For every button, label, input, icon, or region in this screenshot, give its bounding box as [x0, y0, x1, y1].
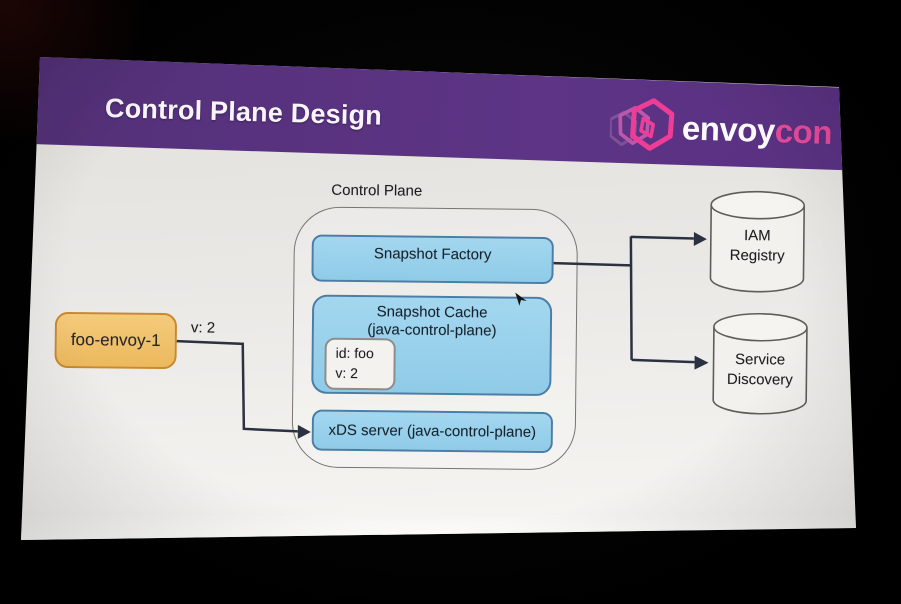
- cache-entry-id: id: foo: [335, 344, 374, 362]
- envoycon-logo-icon: [608, 98, 675, 151]
- control-plane-group-label: Control Plane: [331, 181, 423, 200]
- cache-entry-node: id: foo v: 2: [324, 337, 396, 391]
- envoycon-logo: envoycon: [608, 94, 833, 165]
- mouse-cursor-icon: [515, 292, 527, 306]
- edge-version-label: v: 2: [190, 319, 216, 337]
- snapshot-cache-subtitle: (java-control-plane): [367, 320, 497, 340]
- iam-registry-node: IAM Registry: [708, 190, 806, 299]
- database-cylinder-icon: [709, 190, 806, 293]
- iam-registry-label: IAM Registry: [729, 227, 785, 265]
- foo-envoy-node: foo-envoy-1: [54, 311, 178, 370]
- service-discovery-label: Service Discovery: [726, 350, 793, 389]
- service-discovery-node: Service Discovery: [711, 312, 809, 421]
- xds-server-node: xDS server (java-control-plane): [311, 409, 554, 454]
- database-cylinder-icon: [712, 312, 808, 415]
- snapshot-factory-node: Snapshot Factory: [311, 234, 554, 285]
- cache-entry-version: v: 2: [335, 364, 359, 381]
